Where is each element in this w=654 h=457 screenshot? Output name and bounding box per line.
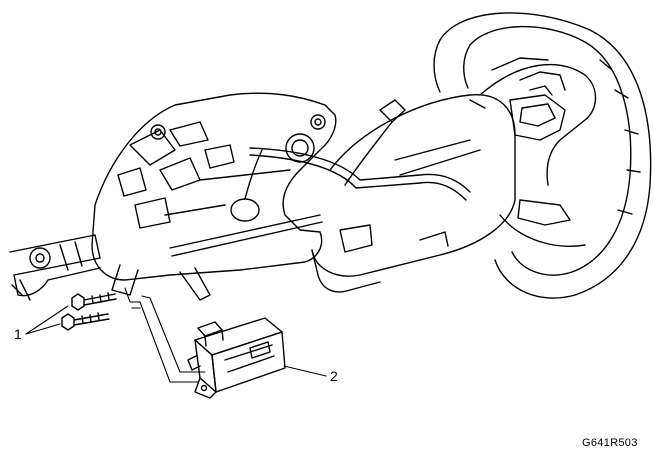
bolts-part-1 (61, 292, 117, 331)
column-shroud (311, 94, 516, 293)
figure-code: G641R503 (582, 437, 638, 449)
callout-label-2: 2 (330, 368, 338, 384)
intermediate-shaft (9, 234, 101, 301)
leader-line-1 (25, 305, 69, 335)
column-mounting-bracket (91, 92, 471, 301)
leader-line-2 (283, 365, 327, 377)
control-module-part-2 (187, 317, 286, 399)
module-guide-lines (124, 287, 206, 383)
steering-wheel (433, 12, 652, 299)
callout-label-1: 1 (14, 326, 22, 342)
